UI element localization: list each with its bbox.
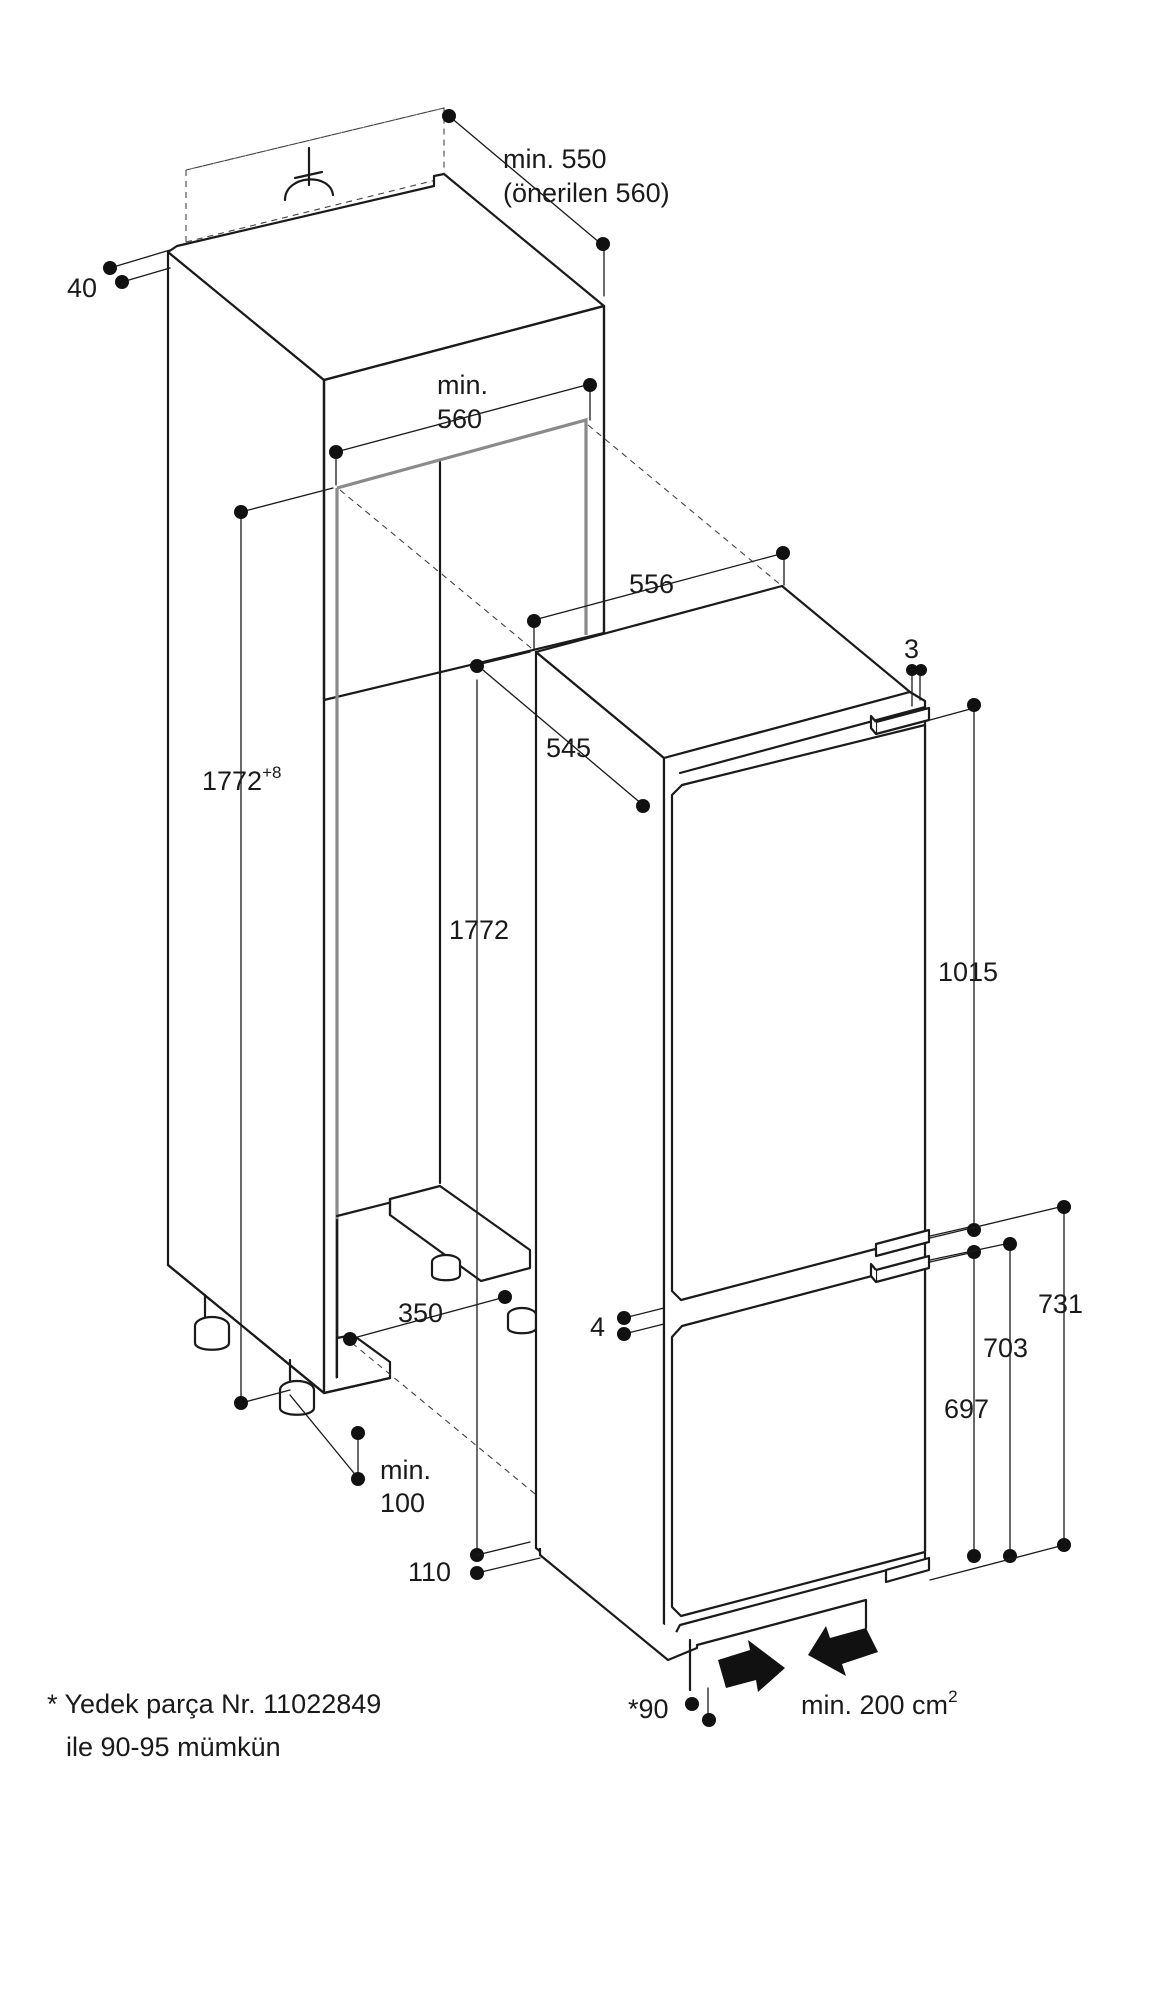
label-top-gap: 3 xyxy=(904,634,919,664)
top-vent-box xyxy=(185,107,445,243)
label-niche-width: 560 xyxy=(437,404,482,434)
label-plinth-depth: 350 xyxy=(398,1298,443,1328)
cabinet-feet xyxy=(193,1253,538,1416)
label-appliance-width: 556 xyxy=(629,569,674,599)
cabinet xyxy=(166,107,606,1416)
label-niche-gap: 40 xyxy=(67,273,97,303)
label-min-550: min. 550 xyxy=(503,144,607,174)
socket-icon xyxy=(283,178,335,202)
label-niche-width-min: min. xyxy=(437,370,488,400)
label-731: 731 xyxy=(1038,1289,1083,1319)
label-703: 703 xyxy=(983,1333,1028,1363)
label-plinth-100-min: min. xyxy=(380,1455,431,1485)
vent-arrow-in-icon xyxy=(808,1626,878,1676)
vent-arrow-out-icon xyxy=(718,1640,785,1692)
footnote: * Yedek parça Nr. 11022849 ile 90-95 müm… xyxy=(47,1689,381,1762)
label-697: 697 xyxy=(944,1394,989,1424)
label-upper-door: 1015 xyxy=(938,957,998,987)
dimension-labels: min. 550 (önerilen 560) 40 min. 560 1772… xyxy=(67,144,1083,1724)
cabinet-front-face xyxy=(166,250,326,1395)
label-base-110: 110 xyxy=(408,1557,451,1587)
label-plinth-100: 100 xyxy=(380,1488,425,1518)
label-recommended-560: (önerilen 560) xyxy=(503,178,670,208)
label-door-gap: 4 xyxy=(590,1312,605,1342)
upper-door xyxy=(670,723,927,1302)
dimension-lines xyxy=(103,109,1071,1727)
appliance xyxy=(339,424,931,1692)
label-appliance-height: 1772 xyxy=(449,915,509,945)
footnote-line-2: ile 90-95 mümkün xyxy=(66,1732,281,1762)
label-niche-height: 1772+8 xyxy=(202,763,281,796)
lower-door xyxy=(670,1260,927,1618)
label-plinth-90: *90 xyxy=(628,1694,669,1724)
label-appliance-depth: 545 xyxy=(546,733,591,763)
footnote-line-1: * Yedek parça Nr. 11022849 xyxy=(47,1689,381,1719)
label-ventilation: min. 200 cm2 xyxy=(801,1687,958,1720)
